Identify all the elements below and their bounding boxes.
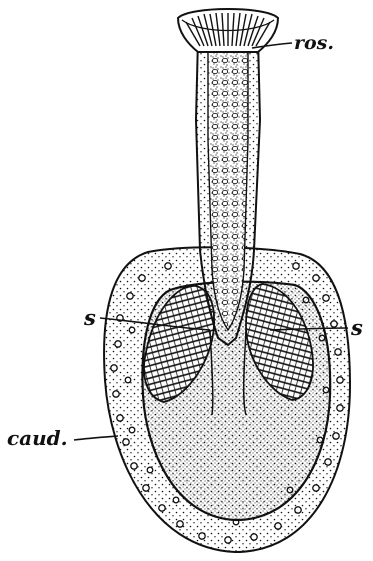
label-s-left: s	[84, 305, 96, 330]
leader-caud	[74, 436, 118, 440]
rostrum-core	[208, 40, 248, 330]
label-s-right: s	[351, 315, 363, 340]
label-rostrum: ros.	[294, 32, 334, 54]
label-caudal: caud.	[7, 426, 68, 450]
rostrum-cap	[178, 9, 278, 52]
